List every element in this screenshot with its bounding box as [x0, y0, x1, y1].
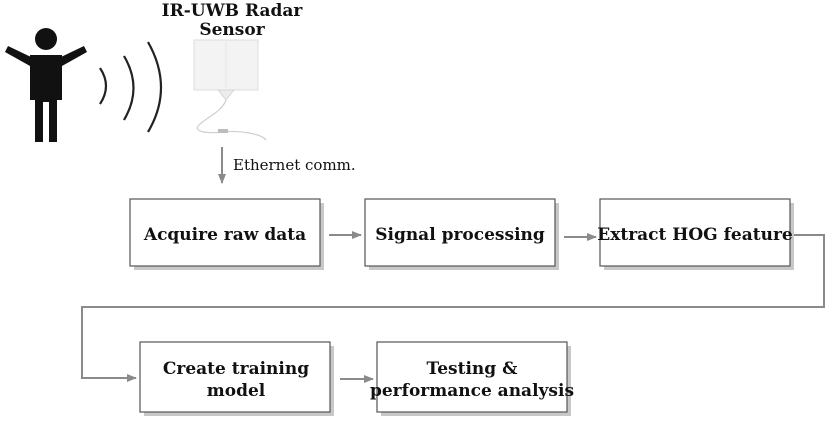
sensor-title-line2: Sensor: [199, 20, 265, 40]
step-testing-box: [376, 341, 568, 413]
radar-sensor-device: [193, 39, 267, 141]
step-acquire-box: [129, 198, 321, 267]
ethernet-label: Ethernet comm.: [233, 156, 356, 174]
step-signal-label: Signal processing: [375, 225, 545, 245]
arrow-hog-to-training: [81, 234, 825, 382]
step-hog-box: [599, 198, 791, 267]
sensor-title-line1: IR-UWB Radar: [162, 1, 304, 21]
step-training-label-line1: Create training: [163, 359, 309, 379]
step-training-box: [139, 341, 331, 413]
step-acquire-label: Acquire raw data: [143, 225, 306, 245]
radar-waves-icon: [99, 41, 163, 133]
person-icon: [5, 28, 87, 142]
step-testing-label-line2: performance analysis: [370, 381, 574, 401]
step-training-label-line2: model: [207, 381, 266, 401]
step-signal-box: [364, 198, 556, 267]
step-hog-label: Extract HOG feature: [597, 225, 793, 245]
step-testing-label-line1: Testing &: [427, 359, 519, 379]
